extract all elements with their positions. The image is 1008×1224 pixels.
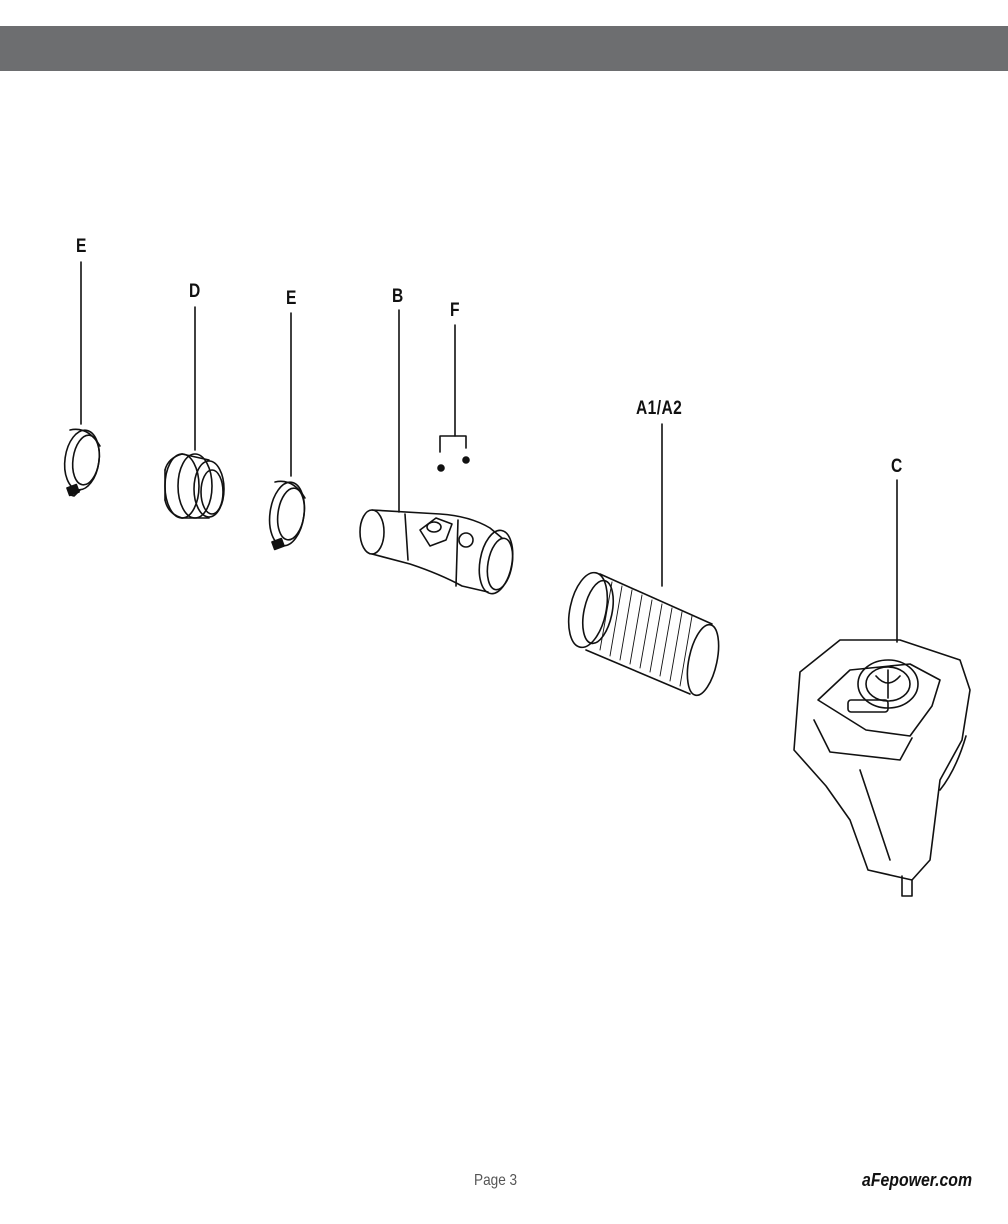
air-box-housing-part: [793, 639, 971, 897]
callout-label-a1a2: A1/A2: [636, 398, 683, 419]
coupler-part: [164, 453, 225, 519]
site-url: aFepower.com: [861, 1170, 972, 1190]
screws-part: [437, 456, 470, 472]
intake-tube-part: [359, 509, 514, 595]
air-filter-part: [567, 571, 720, 697]
leader-line-f: [439, 324, 467, 453]
callout-label-b: B: [392, 286, 404, 307]
hose-clamp-mid-part: [268, 480, 306, 551]
header-bar: [0, 26, 1008, 71]
callout-label-e-mid: E: [286, 288, 297, 309]
callout-label-f: F: [450, 300, 460, 321]
callout-label-c: C: [891, 456, 903, 477]
page-number: Page 3: [474, 1172, 518, 1189]
hose-clamp-left-part: [63, 428, 101, 497]
callout-label-d: D: [189, 281, 201, 302]
callout-label-e-left: E: [76, 236, 87, 257]
